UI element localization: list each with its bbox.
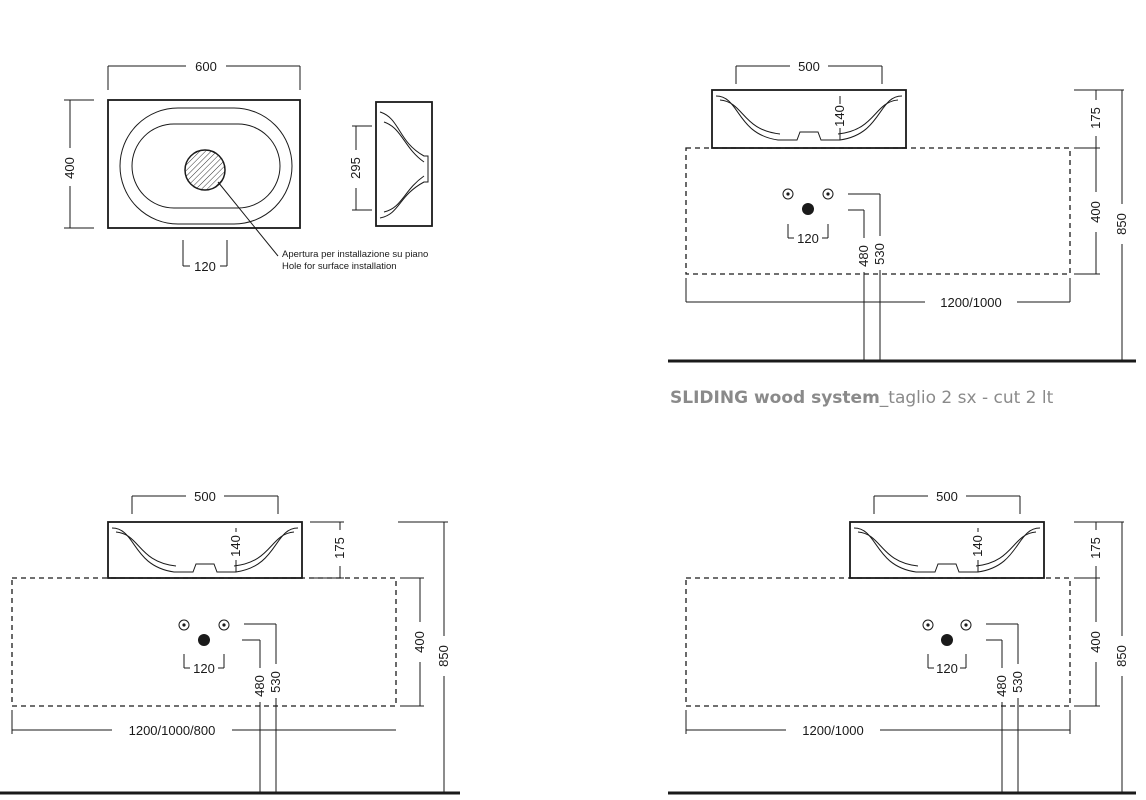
right-pipe-h2-label: 530	[1010, 671, 1025, 693]
cut2-basin-inner-label: 140	[832, 105, 847, 127]
cut2-basin-height-label: 175	[1088, 107, 1103, 129]
cut2-cabinet-width-label: 1200/1000	[940, 295, 1001, 310]
top-depth-label: 400	[62, 157, 77, 179]
left-tap-spacing-label: 120	[193, 661, 215, 676]
drain-hole-icon	[184, 149, 226, 191]
side-view: 295	[348, 101, 433, 227]
right-total-height-label: 850	[1114, 645, 1129, 667]
left-cabinet-height-label: 400	[412, 631, 427, 653]
right-basin-inner-label: 140	[970, 535, 985, 557]
left-cabinet-width-label: 1200/1000/800	[129, 723, 216, 738]
left-basin-width-label: 500	[194, 489, 216, 504]
cut2-caption: SLIDING wood system_taglio 2 sx - cut 2 …	[670, 388, 1054, 408]
left-pipe-h2-label: 530	[268, 671, 283, 693]
right-cabinet-height-label: 400	[1088, 631, 1103, 653]
elevation-cut2: 500 140 175 400 850 120 480 530	[668, 59, 1136, 408]
right-pipe-h1-label: 480	[994, 675, 1009, 697]
side-depth-label: 295	[348, 157, 363, 179]
elevation-left: 500 140 175 400 850 120 480	[0, 489, 460, 795]
left-pipe-h1-label: 480	[252, 675, 267, 697]
elevation-right: 500 140 175 400 850 120 480 530	[668, 489, 1136, 795]
hole-note-english: Hole for surface installation	[282, 261, 397, 272]
right-cabinet-width-label: 1200/1000	[802, 723, 863, 738]
top-view: 600 400 120 Apertura per installazione s…	[62, 59, 428, 274]
hole-note-italian: Apertura per installazione su piano	[282, 249, 428, 260]
cut2-tap-spacing-label: 120	[797, 231, 819, 246]
cut2-pipe-h1-label: 480	[856, 245, 871, 267]
left-basin-inner-label: 140	[228, 535, 243, 557]
top-width-label: 600	[195, 59, 217, 74]
cut2-basin-width-label: 500	[798, 59, 820, 74]
cut2-total-height-label: 850	[1114, 213, 1129, 235]
right-basin-width-label: 500	[936, 489, 958, 504]
cut2-pipe-h2-label: 530	[872, 243, 887, 265]
cut2-cabinet-height-label: 400	[1088, 201, 1103, 223]
top-waste-offset-label: 120	[194, 259, 216, 274]
left-basin-height-label: 175	[332, 537, 347, 559]
left-total-height-label: 850	[436, 645, 451, 667]
right-basin-height-label: 175	[1088, 537, 1103, 559]
right-tap-spacing-label: 120	[936, 661, 958, 676]
